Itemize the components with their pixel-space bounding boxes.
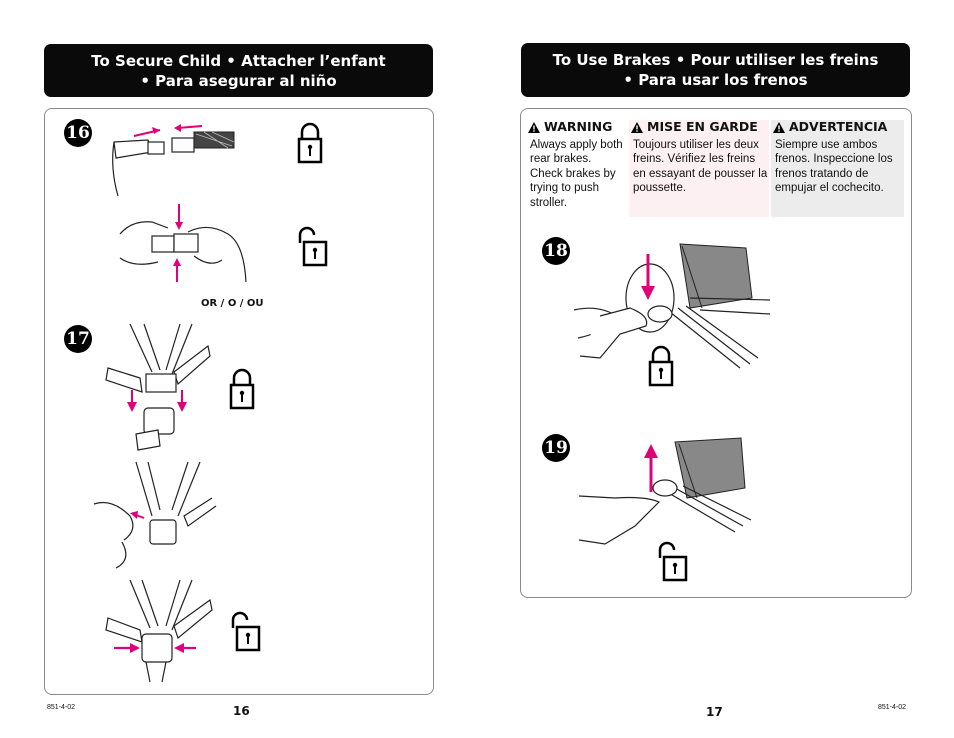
buckle-release-illustration	[118, 198, 253, 293]
lock-open-icon	[229, 610, 261, 652]
harness-squeeze-illustration	[100, 578, 215, 688]
lock-closed-icon	[296, 122, 324, 164]
right-footer-code: 851-4-02	[878, 704, 906, 711]
warning-en-box: WARNING Always apply both rear brakes. C…	[528, 120, 624, 217]
left-page-number: 16	[233, 704, 250, 718]
harness-buckle-illustration	[100, 322, 215, 452]
brake-release-illustration	[575, 436, 775, 556]
left-title-line2: • Para asegurar al niño	[44, 71, 433, 91]
left-title-line1: To Secure Child • Attacher l’enfant	[44, 51, 433, 71]
lock-open-icon	[296, 225, 328, 267]
step-19-badge: 19	[542, 434, 570, 462]
lock-open-icon	[656, 540, 688, 582]
or-caption: OR / O / OU	[201, 298, 264, 309]
warning-triangle-icon	[631, 122, 643, 133]
warning-triangle-icon	[528, 122, 540, 133]
step-18-badge: 18	[542, 237, 570, 265]
step-17-badge: 17	[64, 325, 92, 353]
right-page-number: 17	[706, 705, 723, 719]
right-title-line1: To Use Brakes • Pour utiliser les freins	[521, 50, 910, 70]
lock-closed-icon	[228, 368, 256, 410]
warning-es-body: Siempre use ambos frenos. Inspeccione lo…	[773, 138, 904, 196]
warning-fr-box: MISE EN GARDE Toujours utiliser les deux…	[629, 120, 769, 217]
step-16-badge: 16	[64, 119, 92, 147]
warning-en-body: Always apply both rear brakes. Check bra…	[528, 138, 624, 211]
left-title-banner: To Secure Child • Attacher l’enfant • Pa…	[44, 44, 433, 97]
lock-closed-icon	[647, 345, 675, 387]
left-footer-code: 851-4-02	[47, 704, 75, 711]
right-title-banner: To Use Brakes • Pour utiliser les freins…	[521, 43, 910, 97]
warning-es-heading: ADVERTENCIA	[789, 120, 887, 135]
warning-es-box: ADVERTENCIA Siempre use ambos frenos. In…	[771, 120, 904, 217]
brake-apply-illustration	[570, 238, 780, 398]
warning-triangle-icon	[773, 122, 785, 133]
warning-fr-body: Toujours utiliser les deux freins. Vérif…	[631, 138, 769, 196]
harness-hands-illustration	[92, 460, 222, 570]
right-title-line2: • Para usar los frenos	[521, 70, 910, 90]
warning-fr-heading: MISE EN GARDE	[647, 120, 758, 135]
warning-en-heading: WARNING	[544, 120, 612, 135]
buckle-connect-illustration	[108, 118, 238, 198]
